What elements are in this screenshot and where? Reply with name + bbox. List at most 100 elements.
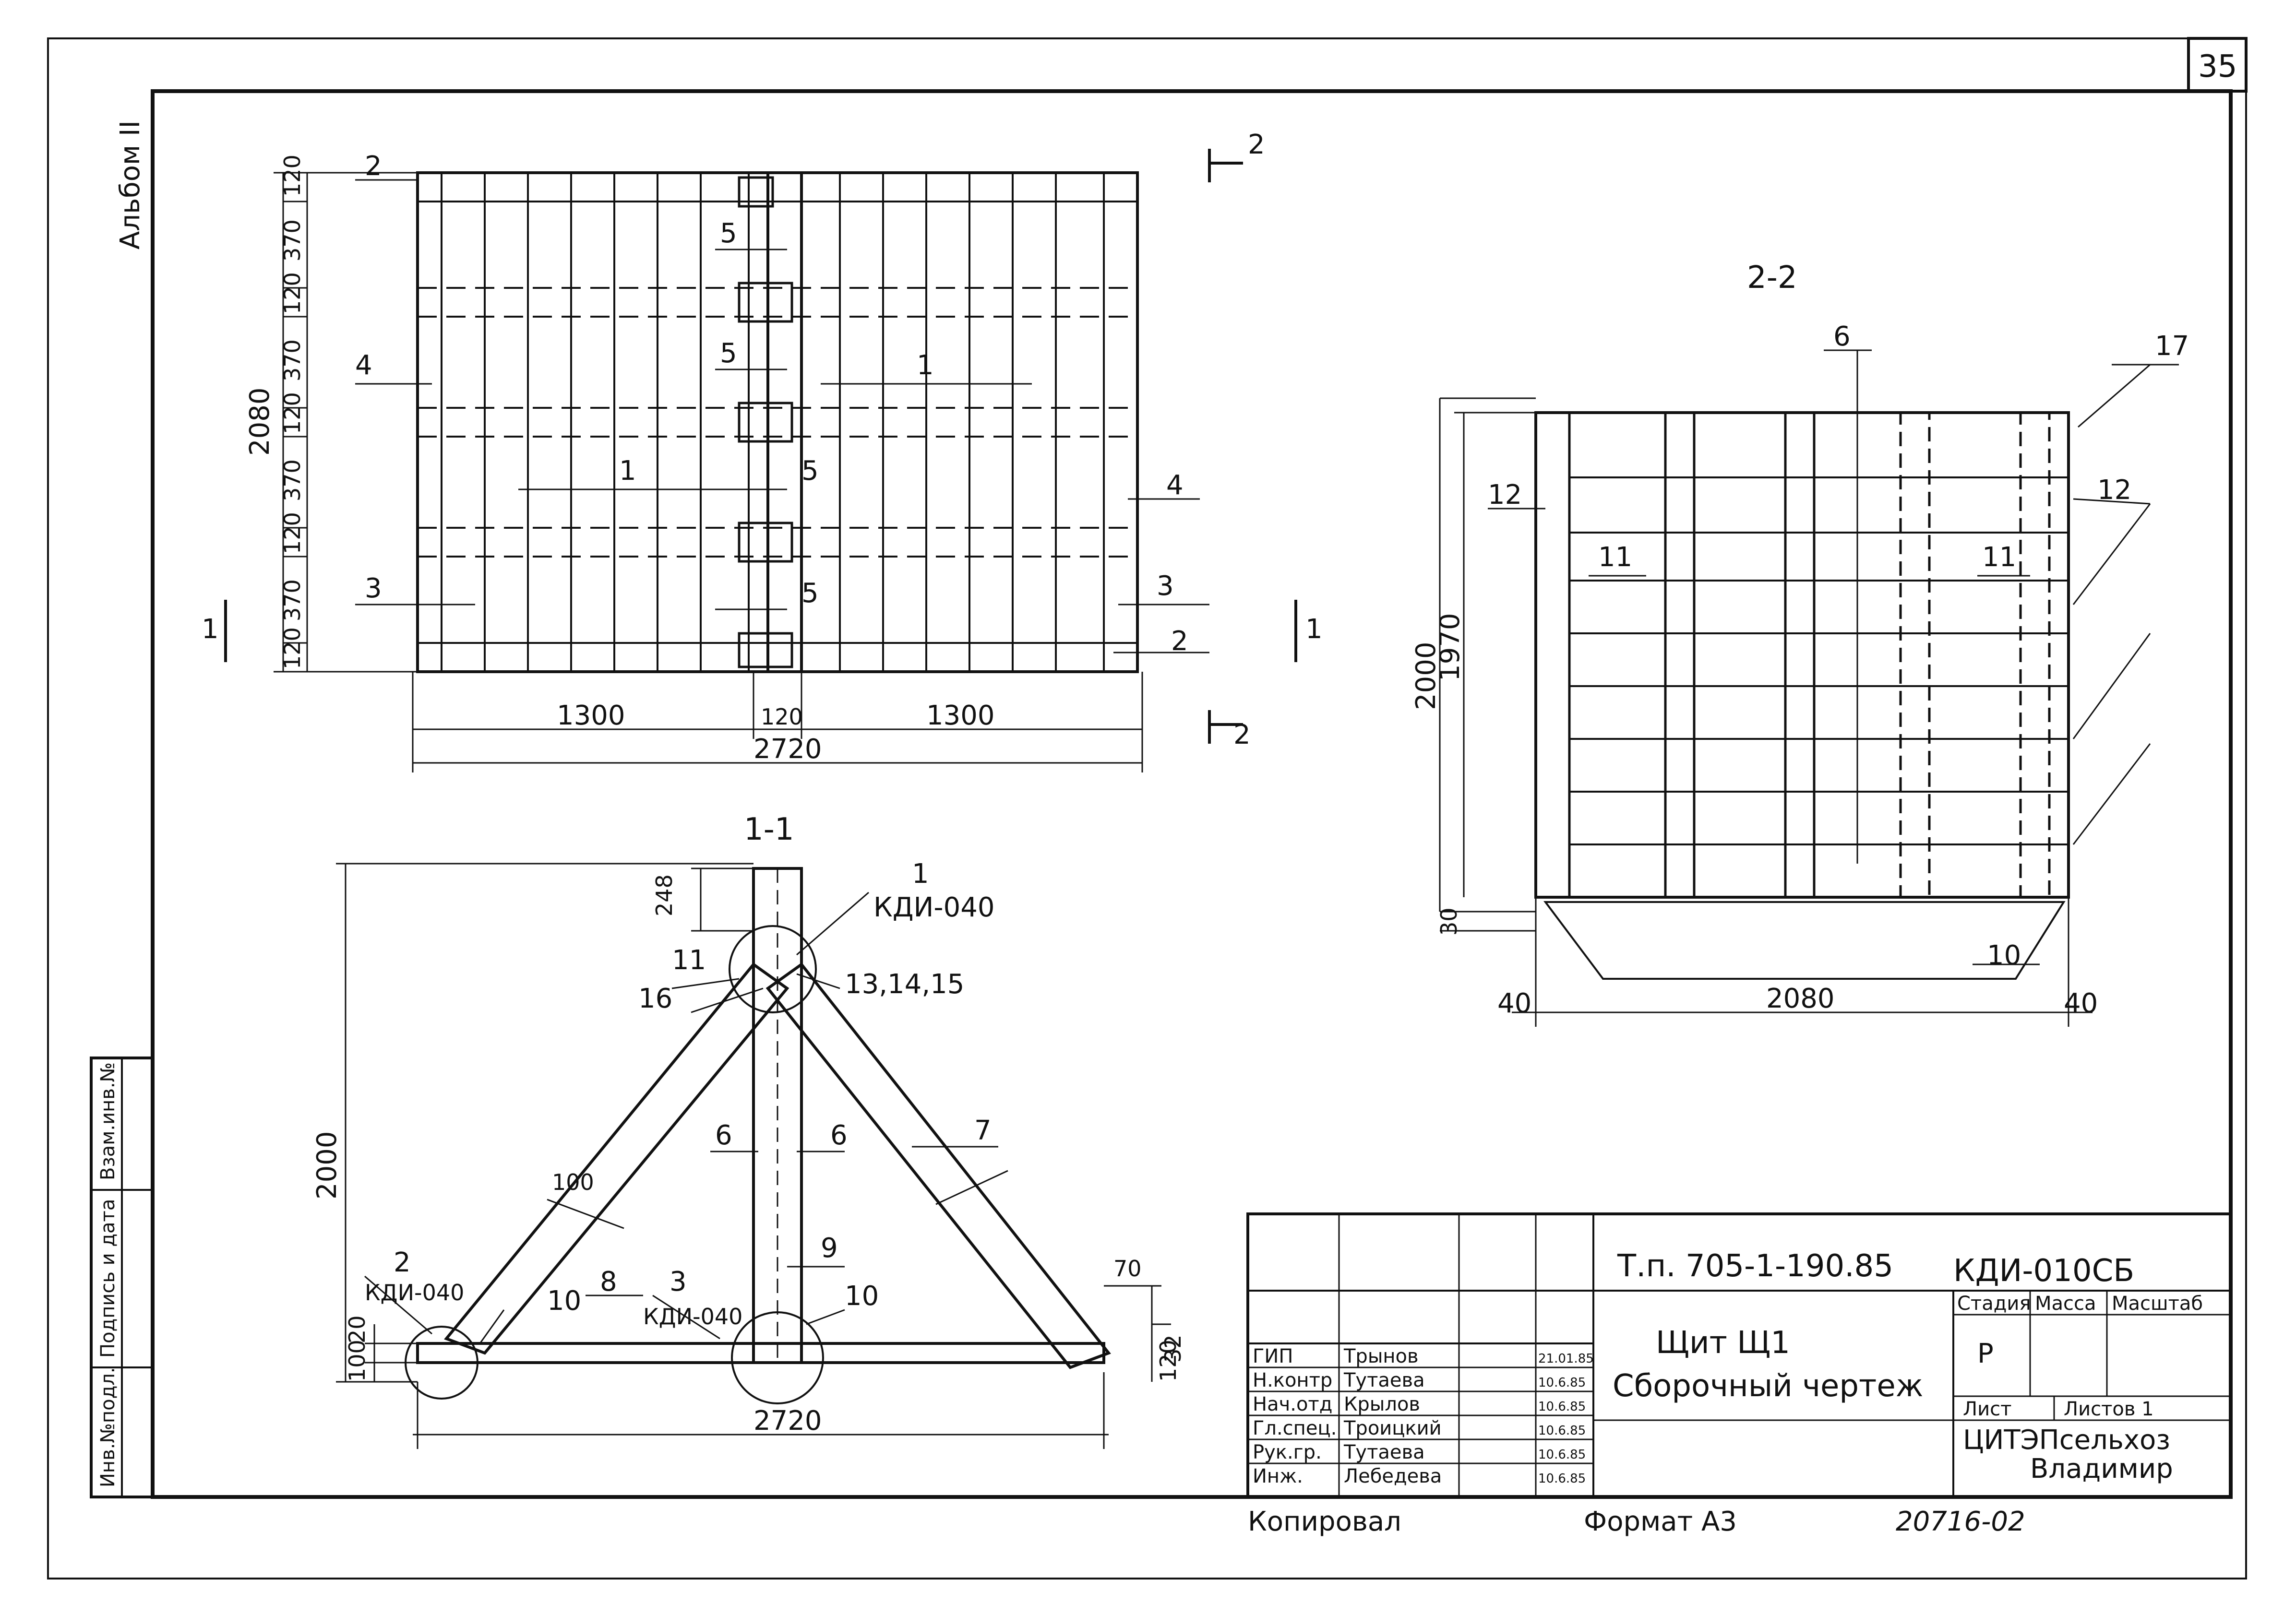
callout-3-s1: 3 <box>670 1266 687 1297</box>
format-label: Формат А3 <box>1584 1506 1737 1537</box>
org-line-1: ЦИТЭПсельхоз <box>1963 1425 2170 1456</box>
staff-date-2: 10.6.85 <box>1538 1400 1586 1414</box>
staff-role-1: Н.контр <box>1253 1369 1332 1391</box>
callout-7: 7 <box>974 1115 992 1146</box>
callout-6b: 6 <box>830 1120 848 1151</box>
staff-role-5: Инж. <box>1253 1465 1303 1487</box>
callout-1-s1: 1 <box>912 858 929 890</box>
dim-40-right: 40 <box>2064 988 2098 1019</box>
page-number-box <box>2187 37 2248 93</box>
section-mark-2-bottom: 2 <box>1233 719 1251 750</box>
callout-4b: 4 <box>1166 470 1184 501</box>
dim-370-2: 370 <box>279 339 305 381</box>
dim-370-1: 370 <box>279 219 305 261</box>
callout-6-s2: 6 <box>1833 321 1851 352</box>
staff-name-1: Тутаева <box>1343 1369 1425 1391</box>
drawing-code: КДИ-010СБ <box>1953 1253 2134 1289</box>
podpis-data-label: Подпись и дата <box>97 1199 119 1358</box>
callout-11: 11 <box>672 945 706 976</box>
dim-32: 32 <box>1160 1334 1186 1363</box>
callout-6a: 6 <box>715 1120 732 1151</box>
staff-name-5: Лебедева <box>1344 1465 1442 1487</box>
dim-1300-right: 1300 <box>926 700 995 731</box>
callout-2a: 2 <box>365 151 382 182</box>
callout-11b-s2: 11 <box>1982 542 2016 573</box>
staff-date-5: 10.6.85 <box>1538 1472 1586 1486</box>
dim-248: 248 <box>651 874 677 916</box>
dim-120-2: 120 <box>279 272 305 314</box>
sheets-label: Листов 1 <box>2064 1398 2154 1420</box>
doc-number: 20716-02 <box>1896 1506 2025 1537</box>
copied-label: Копировал <box>1248 1506 1401 1537</box>
callout-13-14-15: 13,14,15 <box>845 969 964 1000</box>
album-label: Альбом II <box>115 120 146 249</box>
org-line-2: Владимир <box>2030 1453 2173 1484</box>
dim-2080-s2: 2080 <box>1766 983 1835 1014</box>
staff-date-4: 10.6.85 <box>1538 1448 1586 1462</box>
callout-1b: 1 <box>917 350 934 381</box>
staff-role-3: Гл.спец. <box>1253 1417 1337 1439</box>
section-mark-2-top: 2 <box>1248 129 1265 160</box>
callout-12b: 12 <box>2097 475 2131 506</box>
dim-1970: 1970 <box>1435 613 1466 681</box>
staff-name-2: Крылов <box>1344 1393 1420 1415</box>
callout-3-ref: КДИ-040 <box>643 1304 742 1330</box>
callout-5c: 5 <box>801 455 819 487</box>
callout-16: 16 <box>638 983 672 1014</box>
callout-3a: 3 <box>365 573 382 604</box>
dim-30: 30 <box>1436 907 1462 936</box>
dim-2720-s1: 2720 <box>753 1405 822 1437</box>
section-mark-1-right: 1 <box>1305 614 1323 645</box>
project-code: Т.п. 705-1-190.85 <box>1617 1248 1893 1284</box>
scale-header: Масштаб <box>2112 1293 2203 1315</box>
dim-120-5: 120 <box>279 627 305 669</box>
callout-10-s2: 10 <box>1987 940 2021 971</box>
dim-2720: 2720 <box>753 734 822 765</box>
dim-70: 70 <box>1113 1256 1142 1282</box>
stage-value: Р <box>1977 1338 1994 1369</box>
title-block <box>1246 1212 2232 1498</box>
section-1-1 <box>336 863 1171 1449</box>
dim-120-s1: 120 <box>1155 1340 1181 1382</box>
staff-role-2: Нач.отд <box>1253 1393 1332 1415</box>
section-mark-1-left: 1 <box>202 614 219 645</box>
callout-2b: 2 <box>1171 626 1188 657</box>
callout-5d: 5 <box>801 578 819 609</box>
dim-120-mid: 120 <box>761 704 803 730</box>
callout-3b: 3 <box>1157 570 1174 602</box>
vzam-inv-label: Взам.инв.№ <box>97 1062 119 1180</box>
staff-name-4: Тутаева <box>1343 1441 1425 1463</box>
callout-17: 17 <box>2155 331 2189 362</box>
mass-header: Масса <box>2035 1293 2096 1315</box>
dim-120-1: 120 <box>279 154 305 197</box>
callout-11a-s2: 11 <box>1598 542 1632 573</box>
callout-2-s1: 2 <box>394 1247 411 1278</box>
callout-4a: 4 <box>355 350 372 381</box>
dim-100-s1: 100 <box>344 1340 370 1382</box>
dim-2000-s1: 2000 <box>311 1131 343 1199</box>
callout-8: 8 <box>600 1266 617 1297</box>
callout-5b: 5 <box>720 338 737 369</box>
dim-2080: 2080 <box>244 387 275 456</box>
dim-2000-s2: 2000 <box>1411 641 1442 710</box>
staff-role-0: ГИП <box>1253 1345 1293 1367</box>
staff-role-4: Рук.гр. <box>1253 1441 1322 1463</box>
page-number: 35 <box>2198 49 2237 84</box>
section-1-1-title: 1-1 <box>744 812 794 847</box>
staff-date-0: 21.01.85 <box>1538 1352 1594 1366</box>
sheet-label: Лист <box>1963 1398 2011 1420</box>
staff-date-3: 10.6.85 <box>1538 1424 1586 1438</box>
outer-border <box>47 37 2247 1579</box>
staff-date-1: 10.6.85 <box>1538 1376 1586 1390</box>
dim-1300-left: 1300 <box>557 700 625 731</box>
dim-120-3: 120 <box>279 392 305 434</box>
stage-header: Стадия <box>1957 1293 2031 1315</box>
dim-370-3: 370 <box>279 459 305 501</box>
dim-120-4: 120 <box>279 512 305 554</box>
callout-10b: 10 <box>845 1281 879 1312</box>
dim-100-strut: 100 <box>552 1169 594 1195</box>
section-2-2 <box>1439 349 2179 1027</box>
callout-9: 9 <box>821 1233 838 1264</box>
title-line-1: Щит Щ1 <box>1656 1325 1790 1361</box>
